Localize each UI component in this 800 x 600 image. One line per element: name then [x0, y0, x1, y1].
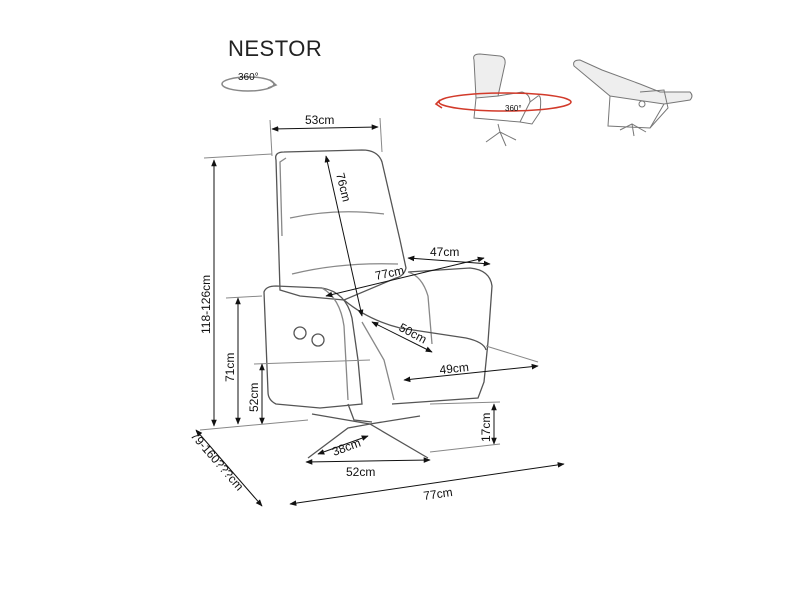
label-base-depth: 38cm: [330, 436, 362, 459]
backrest-seam: [289, 211, 385, 219]
dim-line-top-width: [271, 124, 379, 132]
dim-line-base-width: [305, 457, 431, 465]
dim-line-base-depth: [317, 435, 369, 455]
label-seat-height: 52cm: [247, 383, 261, 412]
control-button-1: [293, 326, 307, 340]
dim-line-seat-span: [325, 256, 485, 298]
label-armrest-height: 71cm: [223, 353, 237, 382]
label-seat-span: 77cm: [374, 263, 406, 283]
dim-line-total-depth: [289, 462, 565, 506]
label-recline-depth: 79-160???cm: [188, 429, 247, 494]
swivel-column: [347, 403, 373, 423]
label-backrest-height: 76cm: [333, 171, 354, 203]
base-legs: [307, 423, 429, 459]
rotation-small-label: 360°: [505, 104, 522, 113]
control-button-2: [311, 333, 325, 347]
dim-line-recline-depth: [195, 429, 263, 507]
label-seat-width: 49cm: [439, 360, 470, 377]
seat-cushion: [343, 299, 487, 351]
label-base-height: 17cm: [479, 413, 493, 442]
label-total-height: 118-126cm: [199, 275, 213, 334]
dim-line-seat-depth: [371, 321, 433, 353]
label-armrest-width: 47cm: [430, 245, 459, 259]
chair-illustration: [263, 149, 493, 459]
thumbnail-rotating-chair: 360°: [434, 53, 572, 147]
thumbnail-reclined-chair: [573, 59, 693, 137]
label-total-depth: 77cm: [422, 485, 453, 503]
product-name: NESTOR: [228, 36, 323, 61]
rotation-label: 360°: [238, 72, 259, 83]
rotation-360-icon: 360°: [221, 72, 278, 92]
label-top-width: 53cm: [305, 113, 334, 127]
dim-line-seat-width: [403, 363, 539, 383]
label-base-width: 52cm: [346, 465, 375, 479]
